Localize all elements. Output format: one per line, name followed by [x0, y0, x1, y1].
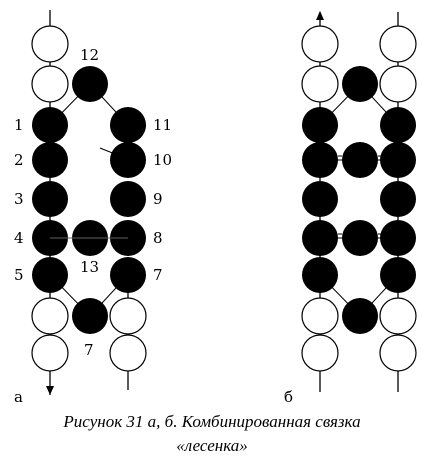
label-8: 8 — [153, 229, 163, 247]
bead — [342, 142, 378, 178]
label-7: 7 — [153, 266, 163, 284]
bead — [302, 257, 338, 293]
bead-12 — [72, 66, 108, 102]
bead — [342, 220, 378, 256]
bead-open — [31, 65, 69, 103]
label-12: 12 — [80, 46, 99, 64]
label-4: 4 — [14, 229, 24, 247]
open-beads-a — [31, 25, 147, 372]
label-1: 1 — [14, 116, 24, 134]
bead-10 — [110, 142, 146, 178]
bead-2 — [32, 142, 68, 178]
caption-line-2: «лесенка» — [176, 436, 248, 455]
label-13: 13 — [80, 258, 99, 276]
filled-beads-a — [32, 66, 146, 334]
open-beads-b — [301, 25, 417, 372]
panel-b-label: б — [284, 388, 293, 406]
label-11: 11 — [153, 116, 172, 134]
bead — [302, 142, 338, 178]
caption-line-1: Рисунок 31 а, б. Комбинированная связка — [63, 412, 361, 431]
bead-open — [379, 334, 417, 372]
bead-11 — [110, 107, 146, 143]
bead — [302, 220, 338, 256]
arrow-up-b — [316, 11, 324, 20]
bead-9 — [110, 181, 146, 217]
thread-crossings-b — [338, 155, 382, 235]
label-5: 5 — [14, 266, 24, 284]
bead — [380, 142, 416, 178]
bead — [380, 107, 416, 143]
bead-3 — [32, 181, 68, 217]
bead-open — [31, 25, 69, 63]
bead-5 — [32, 257, 68, 293]
bead-open — [301, 65, 339, 103]
bead — [342, 298, 378, 334]
bead — [380, 257, 416, 293]
label-9: 9 — [153, 190, 163, 208]
bead — [302, 107, 338, 143]
bead-open — [109, 334, 147, 372]
bead-open — [31, 297, 69, 335]
filled-beads-b — [302, 66, 416, 334]
label-2: 2 — [14, 151, 24, 169]
panel-b: б — [284, 11, 417, 406]
bead-open — [301, 297, 339, 335]
bead — [342, 66, 378, 102]
bead-open — [31, 334, 69, 372]
bead-open — [301, 25, 339, 63]
label-7-bottom: 7 — [84, 341, 94, 359]
bead-open — [379, 65, 417, 103]
bead-1 — [32, 107, 68, 143]
label-3: 3 — [14, 190, 24, 208]
arrow-down-a — [46, 386, 54, 395]
bead — [302, 181, 338, 217]
bead-open — [301, 334, 339, 372]
label-10: 10 — [153, 151, 172, 169]
bead — [380, 181, 416, 217]
bead-open — [379, 297, 417, 335]
bead-open — [379, 25, 417, 63]
bead-open — [109, 297, 147, 335]
bead — [380, 220, 416, 256]
bead-7 — [110, 257, 146, 293]
bead-7-bottom — [72, 298, 108, 334]
panel-a-label: а — [14, 388, 23, 406]
panel-a: 12 1 2 3 4 5 11 10 9 8 7 13 7 а — [14, 10, 172, 406]
